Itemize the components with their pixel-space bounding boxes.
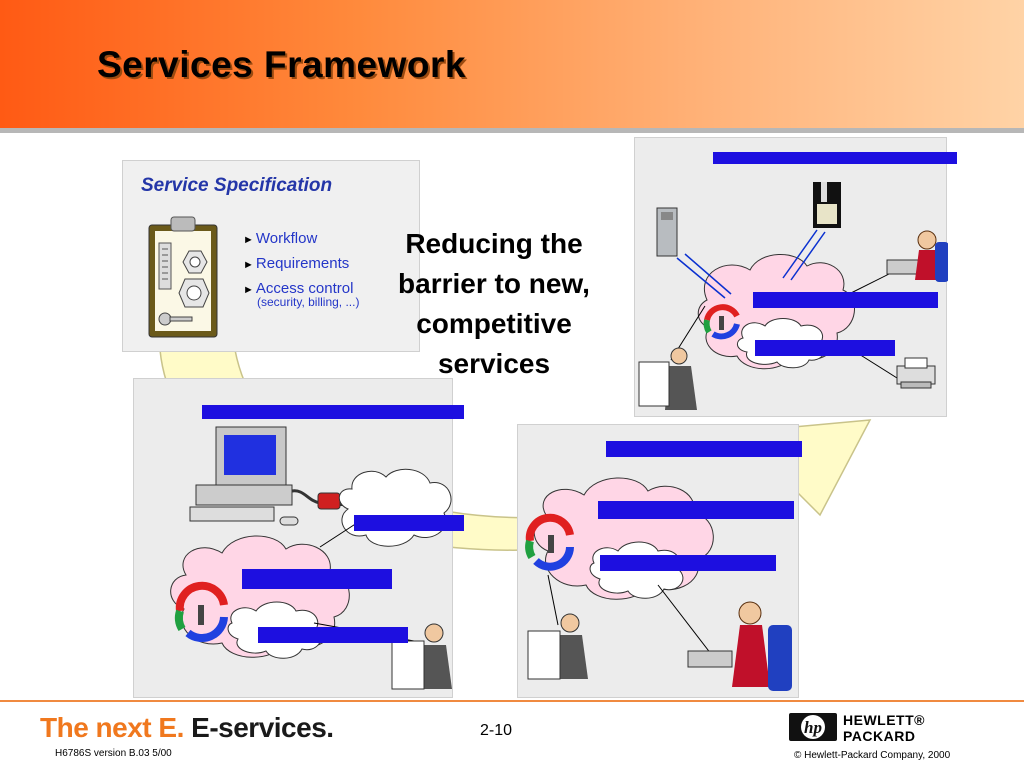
redacted-label [713,152,957,164]
brand-part-1: The next E. [40,712,184,743]
slide-title: Services Framework [97,44,466,85]
header-banner [0,0,1024,128]
redacted-label [753,292,938,308]
center-statement: Reducing the barrier to new, competitive… [398,228,590,379]
hp-logo-icon: hp [789,713,837,741]
svg-text:hp: hp [804,718,822,737]
spec-item-workflow: ►Workflow [243,230,318,247]
hp-line-2: PACKARD [843,728,916,744]
cycle-icon [174,581,228,643]
operator-icon [886,230,948,282]
businessman-icon [391,623,452,690]
computer-icon [189,426,299,526]
footer-divider [0,700,1024,702]
panel-network-bottom-middle [517,424,802,698]
brand-part-2: E-services. [191,712,334,743]
redacted-label [755,340,895,356]
network-scene-top-right [638,182,948,410]
panel-network-top-right [634,137,957,417]
businessman-icon [638,347,697,410]
header-divider [0,128,1024,133]
hp-company-name: HEWLETT® PACKARD [843,712,925,744]
server-icon [656,207,678,257]
cycle-icon [525,513,574,571]
network-scene-bottom-left [170,426,452,690]
service-spec-list: ►Workflow ►Requirements ►Access control [243,227,353,302]
redacted-label [242,569,392,589]
redacted-label [258,627,408,643]
redacted-label [202,405,464,419]
brand-tagline: The next E. E-services. [40,712,334,744]
service-spec-panel: Service Specification ►Workflow ►Require… [122,160,420,352]
businessman-icon [527,613,588,680]
version-label: H6786S version B.03 5/00 [55,748,172,759]
redacted-label [606,441,802,457]
operator-icon [687,601,792,691]
redacted-label [598,501,794,519]
copyright-label: © Hewlett-Packard Company, 2000 [794,750,951,761]
hp-line-1: HEWLETT® [843,712,925,728]
spec-item-access-control: ►Access control [243,280,354,297]
clipboard-icon [148,216,218,338]
bullet-arrow-icon: ► [243,234,254,246]
cycle-icon [703,304,740,340]
bullet-arrow-icon: ► [243,284,254,296]
redacted-label [600,555,776,571]
panel-network-bottom-left [133,378,464,698]
page-number: 2-10 [480,722,513,739]
redacted-label [354,515,464,531]
printer-icon [896,357,936,389]
spec-access-note: (security, billing, ...) [257,295,360,309]
spec-item-requirements: ►Requirements [243,255,350,272]
service-spec-title: Service Specification [141,175,333,196]
bullet-arrow-icon: ► [243,259,254,271]
server-icon [813,182,841,228]
